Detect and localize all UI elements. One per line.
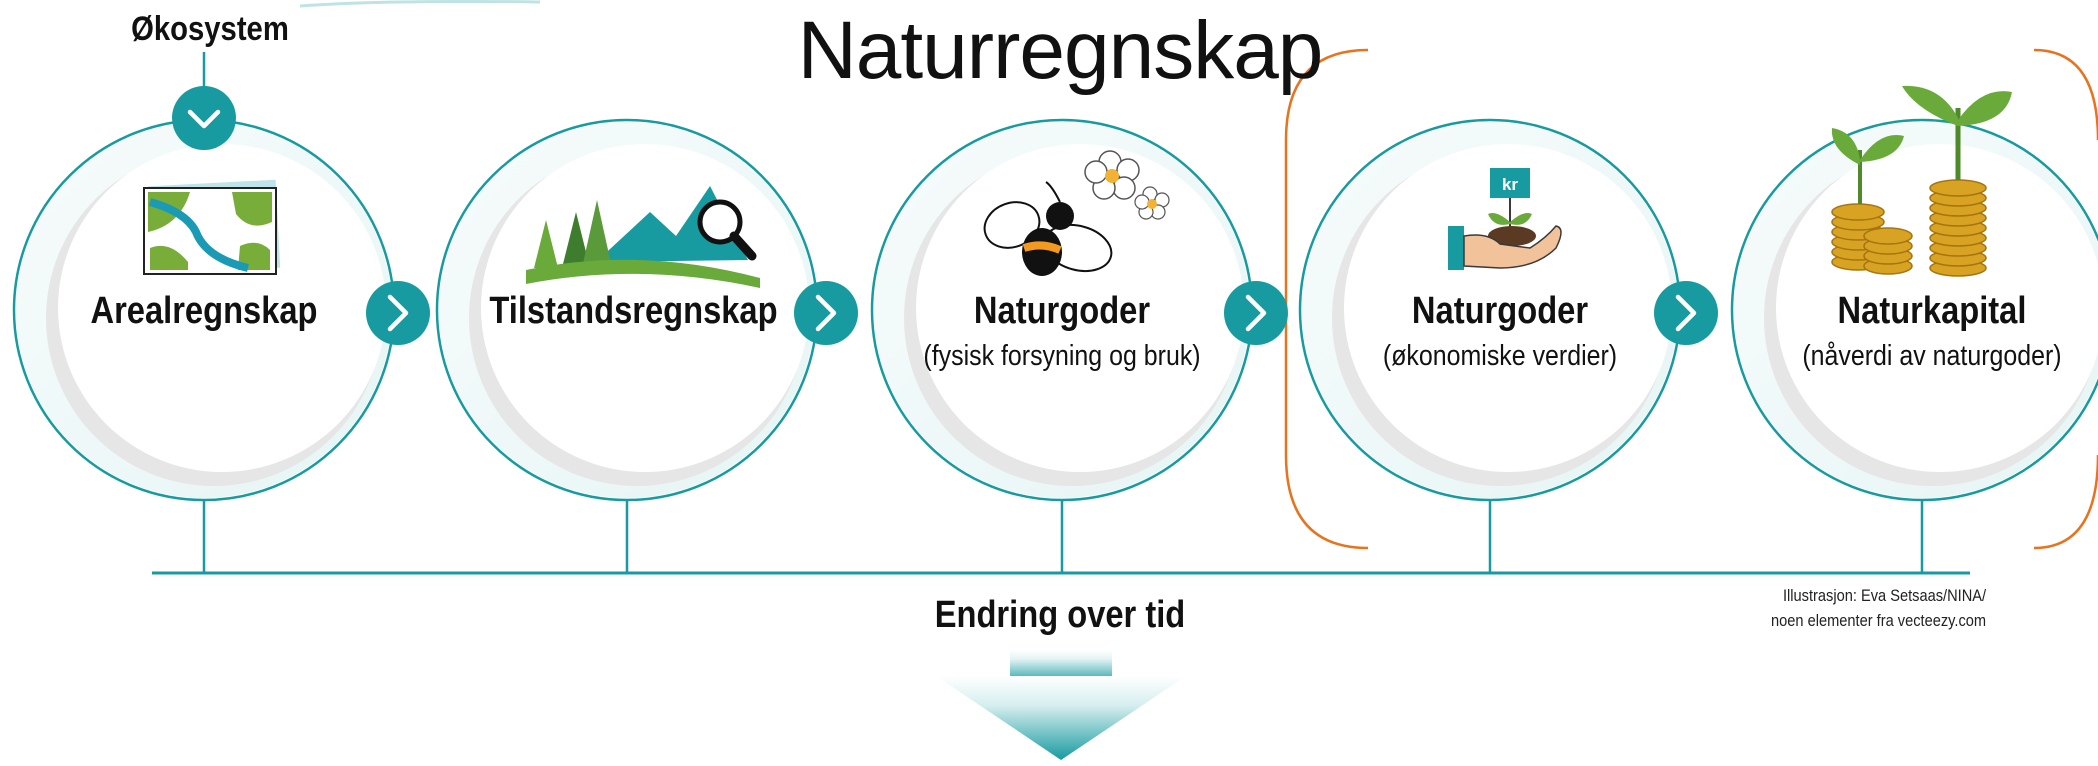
chevron-right-icon: [1224, 281, 1288, 345]
timeline-label: Endring over tid: [934, 594, 1186, 636]
coins-plants-icon: [1831, 85, 2012, 277]
bee-flowers-icon: [983, 150, 1170, 276]
step-title: Naturgoder: [1411, 290, 1589, 332]
top-decoration: [299, 0, 541, 8]
down-arrow: [936, 650, 1186, 760]
bracket-right-bottom: [2033, 454, 2098, 550]
flower: [1084, 150, 1140, 200]
step-subtitle: (fysisk forsyning og bruk): [923, 340, 1201, 372]
step-subtitle: (nåverdi av naturgoder): [1802, 340, 2062, 372]
landscape-magnifier-icon: [526, 186, 760, 288]
hand-plant-kr-icon: [1448, 168, 1562, 270]
circle-4: [1298, 118, 1682, 502]
connector-arrows: [366, 281, 1718, 345]
step-title: Arealregnskap: [90, 290, 318, 332]
credit-line: noen elementer fra vecteezy.com: [1770, 611, 1986, 630]
credit: Illustrasjon: Eva Setsaas/NINA/ noen ele…: [1771, 583, 1986, 633]
step-title: Naturkapital: [1837, 290, 2027, 332]
timeline-ticks: [202, 500, 1924, 573]
bracket-left: [1284, 48, 1369, 550]
step-subtitle: (økonomiske verdier): [1382, 340, 1618, 372]
ecosystem-label: Økosystem: [131, 10, 289, 48]
flower: [1134, 186, 1170, 220]
circle-1: [12, 118, 396, 502]
chevron-right-icon: [366, 281, 430, 345]
kr-label: kr: [1502, 175, 1518, 194]
step-title: Naturgoder: [973, 290, 1151, 332]
chevron-right-icon: [794, 281, 858, 345]
bracket-right-top: [2033, 48, 2098, 141]
page-title: Naturregnskap: [797, 5, 1324, 96]
chevron-right-icon: [1654, 281, 1718, 345]
map-icon: [143, 179, 281, 275]
chevron-down-icon: [172, 86, 236, 150]
step-title: Tilstandsregnskap: [489, 290, 778, 332]
credit-line: Illustrasjon: Eva Setsaas/NINA/: [1782, 586, 1986, 605]
